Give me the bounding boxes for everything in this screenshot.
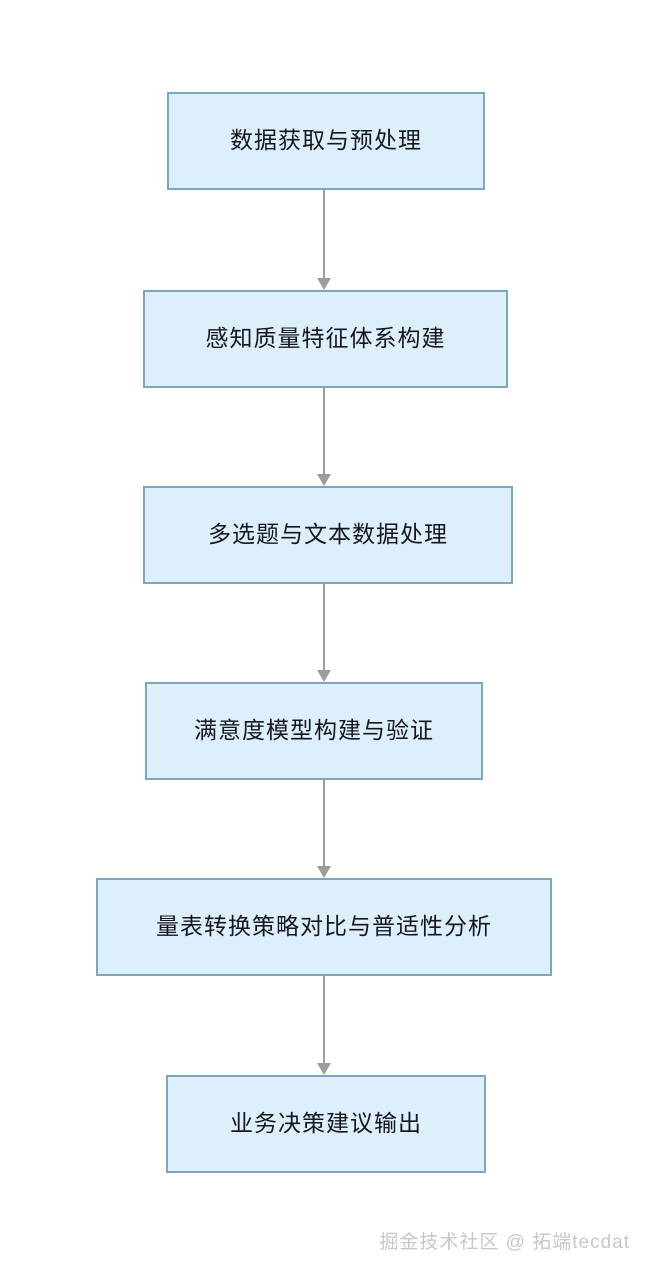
- flow-connector-line: [323, 976, 325, 1063]
- flow-arrowhead-icon: [317, 866, 331, 878]
- watermark-label: 掘金技术社区 @ 拓端tecdat: [379, 1232, 630, 1253]
- flow-node-label: 满意度模型构建与验证: [194, 717, 434, 744]
- flow-connector-line: [323, 584, 325, 670]
- flow-node-label: 业务决策建议输出: [230, 1110, 422, 1137]
- flow-connector-arrow: [317, 190, 331, 290]
- flow-node-label: 数据获取与预处理: [230, 127, 422, 154]
- flow-connector-line: [323, 388, 325, 474]
- flow-connector-line: [323, 190, 325, 278]
- flow-node-label: 感知质量特征体系构建: [205, 325, 446, 352]
- flow-node-4[interactable]: 满意度模型构建与验证: [145, 682, 483, 780]
- flow-node-5[interactable]: 量表转换策略对比与普适性分析: [96, 878, 552, 976]
- flow-connector-arrow: [317, 976, 331, 1075]
- flow-arrowhead-icon: [317, 670, 331, 682]
- flow-arrowhead-icon: [317, 474, 331, 486]
- flow-node-label: 多选题与文本数据处理: [208, 521, 448, 548]
- flow-connector-arrow: [317, 584, 331, 682]
- flow-connector-arrow: [317, 388, 331, 486]
- flow-arrowhead-icon: [317, 278, 331, 290]
- flow-node-6[interactable]: 业务决策建议输出: [166, 1075, 486, 1173]
- flow-connector-line: [323, 780, 325, 866]
- flow-connector-arrow: [317, 780, 331, 878]
- flow-node-1[interactable]: 数据获取与预处理: [167, 92, 485, 190]
- flow-arrowhead-icon: [317, 1063, 331, 1075]
- flow-node-label: 量表转换策略对比与普适性分析: [156, 913, 492, 940]
- flow-node-3[interactable]: 多选题与文本数据处理: [143, 486, 513, 584]
- flow-node-2[interactable]: 感知质量特征体系构建: [143, 290, 508, 388]
